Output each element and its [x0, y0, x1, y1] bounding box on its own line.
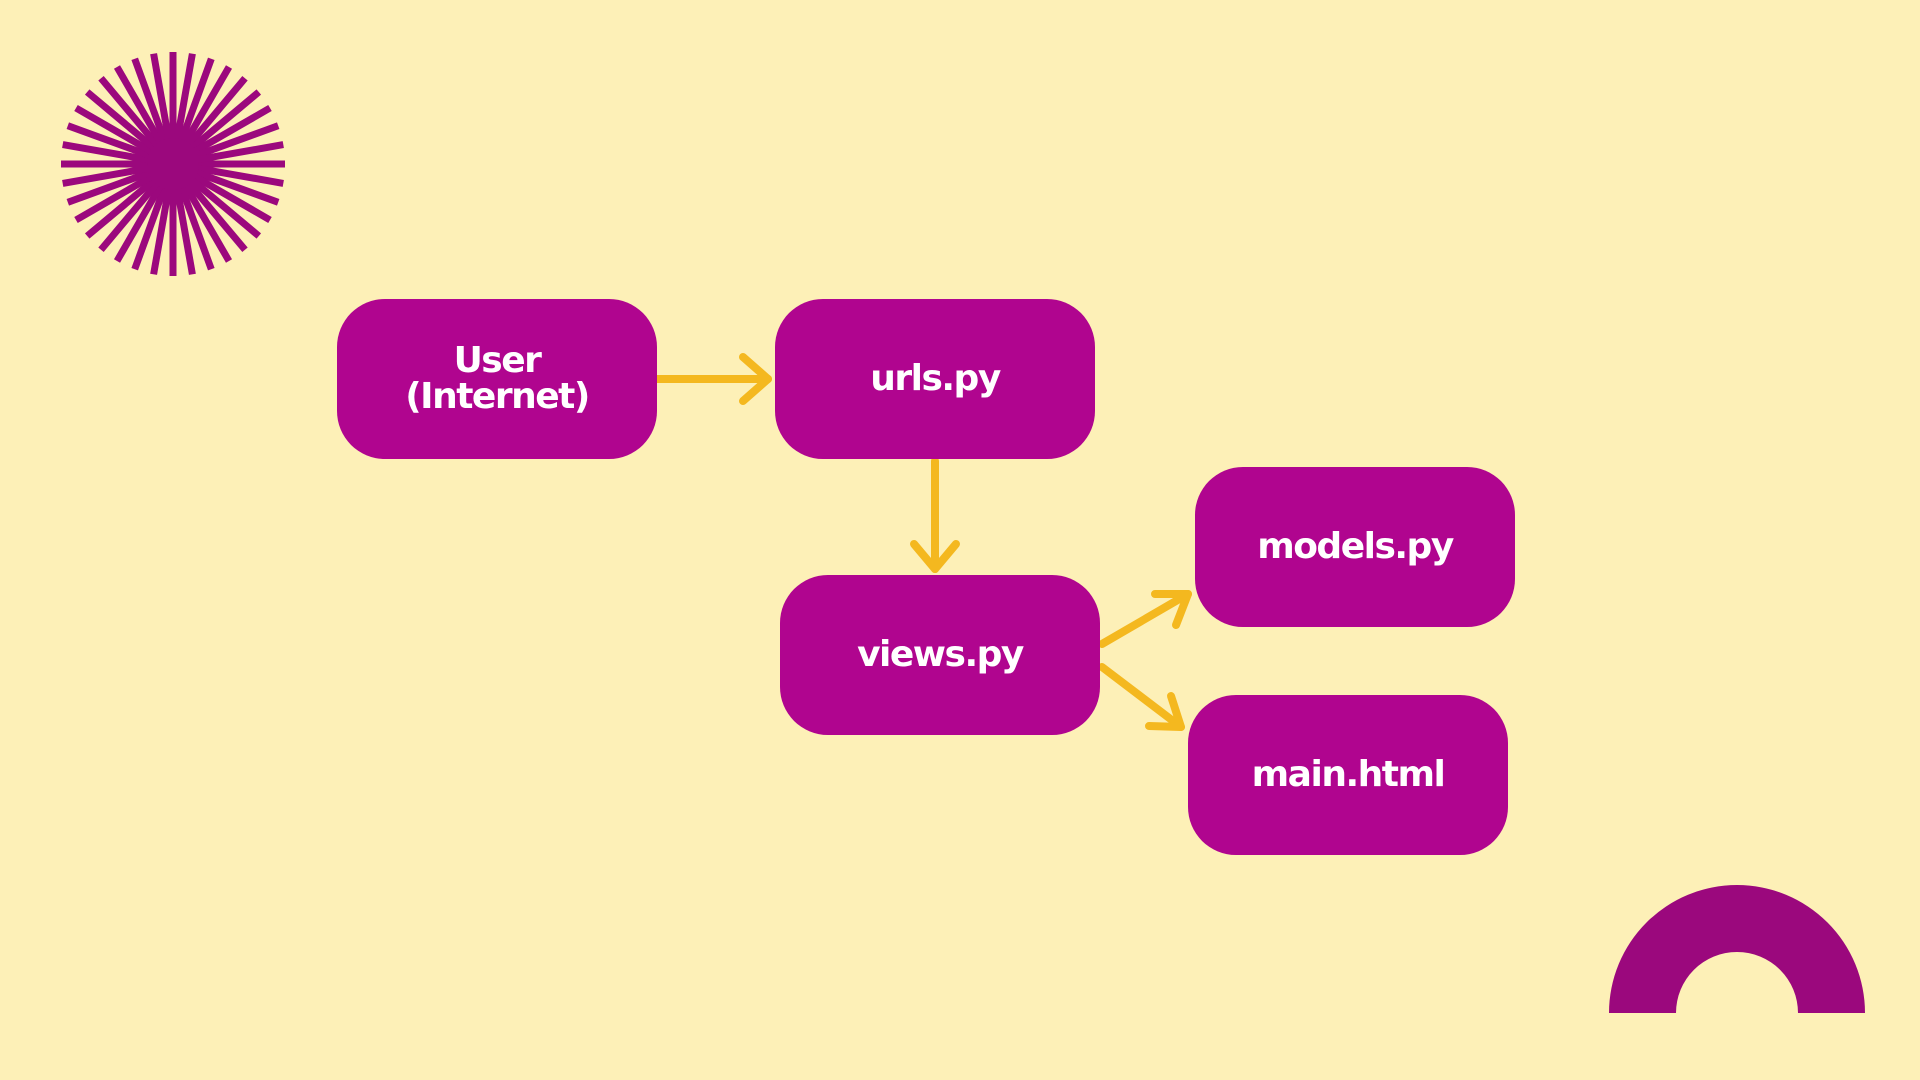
starburst-ray [84, 89, 165, 158]
node-main-label: main.html [1251, 754, 1446, 795]
half-ring-icon [1609, 885, 1865, 1013]
starburst-ray [131, 57, 172, 152]
starburst-ray [74, 167, 163, 224]
starburst-ray [183, 104, 272, 161]
node-urls-label: urls.py [870, 358, 1001, 399]
starburst-ray [150, 53, 175, 151]
arrow-views-to-models [1098, 590, 1192, 648]
node-urls-py: urls.py [775, 299, 1095, 459]
node-main-html: main.html [1188, 695, 1508, 855]
starburst-ray [131, 176, 172, 271]
starburst-ray [74, 104, 163, 161]
starburst-ray [150, 177, 175, 275]
starburst-ray [179, 75, 248, 156]
starburst-ray [66, 165, 161, 206]
starburst-ray [113, 65, 170, 154]
node-user-line1: User [453, 340, 542, 381]
arrow-user-to-urls [653, 353, 772, 405]
node-models-py: models.py [1195, 467, 1515, 627]
starburst-ray [176, 65, 233, 154]
starburst-ray [185, 122, 280, 163]
starburst-ray [181, 89, 262, 158]
starburst-ray [98, 172, 167, 253]
starburst-ray [181, 170, 262, 239]
starburst-ray [174, 57, 215, 152]
starburst-core [147, 138, 199, 190]
arrow-views-to-main [1098, 663, 1185, 731]
starburst-ray [171, 53, 196, 151]
starburst-ray [186, 141, 284, 166]
node-user-internet: User (Internet) [337, 299, 657, 459]
starburst-ray [66, 122, 161, 163]
starburst-ray [185, 165, 280, 206]
starburst-ray [171, 177, 196, 275]
starburst-ray [62, 141, 160, 166]
starburst-ray [84, 170, 165, 239]
starburst-ray [62, 162, 160, 187]
arrow-urls-to-views [910, 457, 960, 573]
starburst-ray [183, 167, 272, 224]
starburst-ray [179, 172, 248, 253]
node-models-label: models.py [1257, 526, 1454, 567]
starburst-icon [61, 52, 285, 276]
starburst-ray [174, 176, 215, 271]
starburst-ray [176, 174, 233, 263]
starburst-ray [98, 75, 167, 156]
starburst-ray [113, 174, 170, 263]
node-user-line2: (Internet) [405, 376, 590, 417]
starburst-ray [186, 162, 284, 187]
node-views-label: views.py [857, 634, 1024, 675]
node-views-py: views.py [780, 575, 1100, 735]
